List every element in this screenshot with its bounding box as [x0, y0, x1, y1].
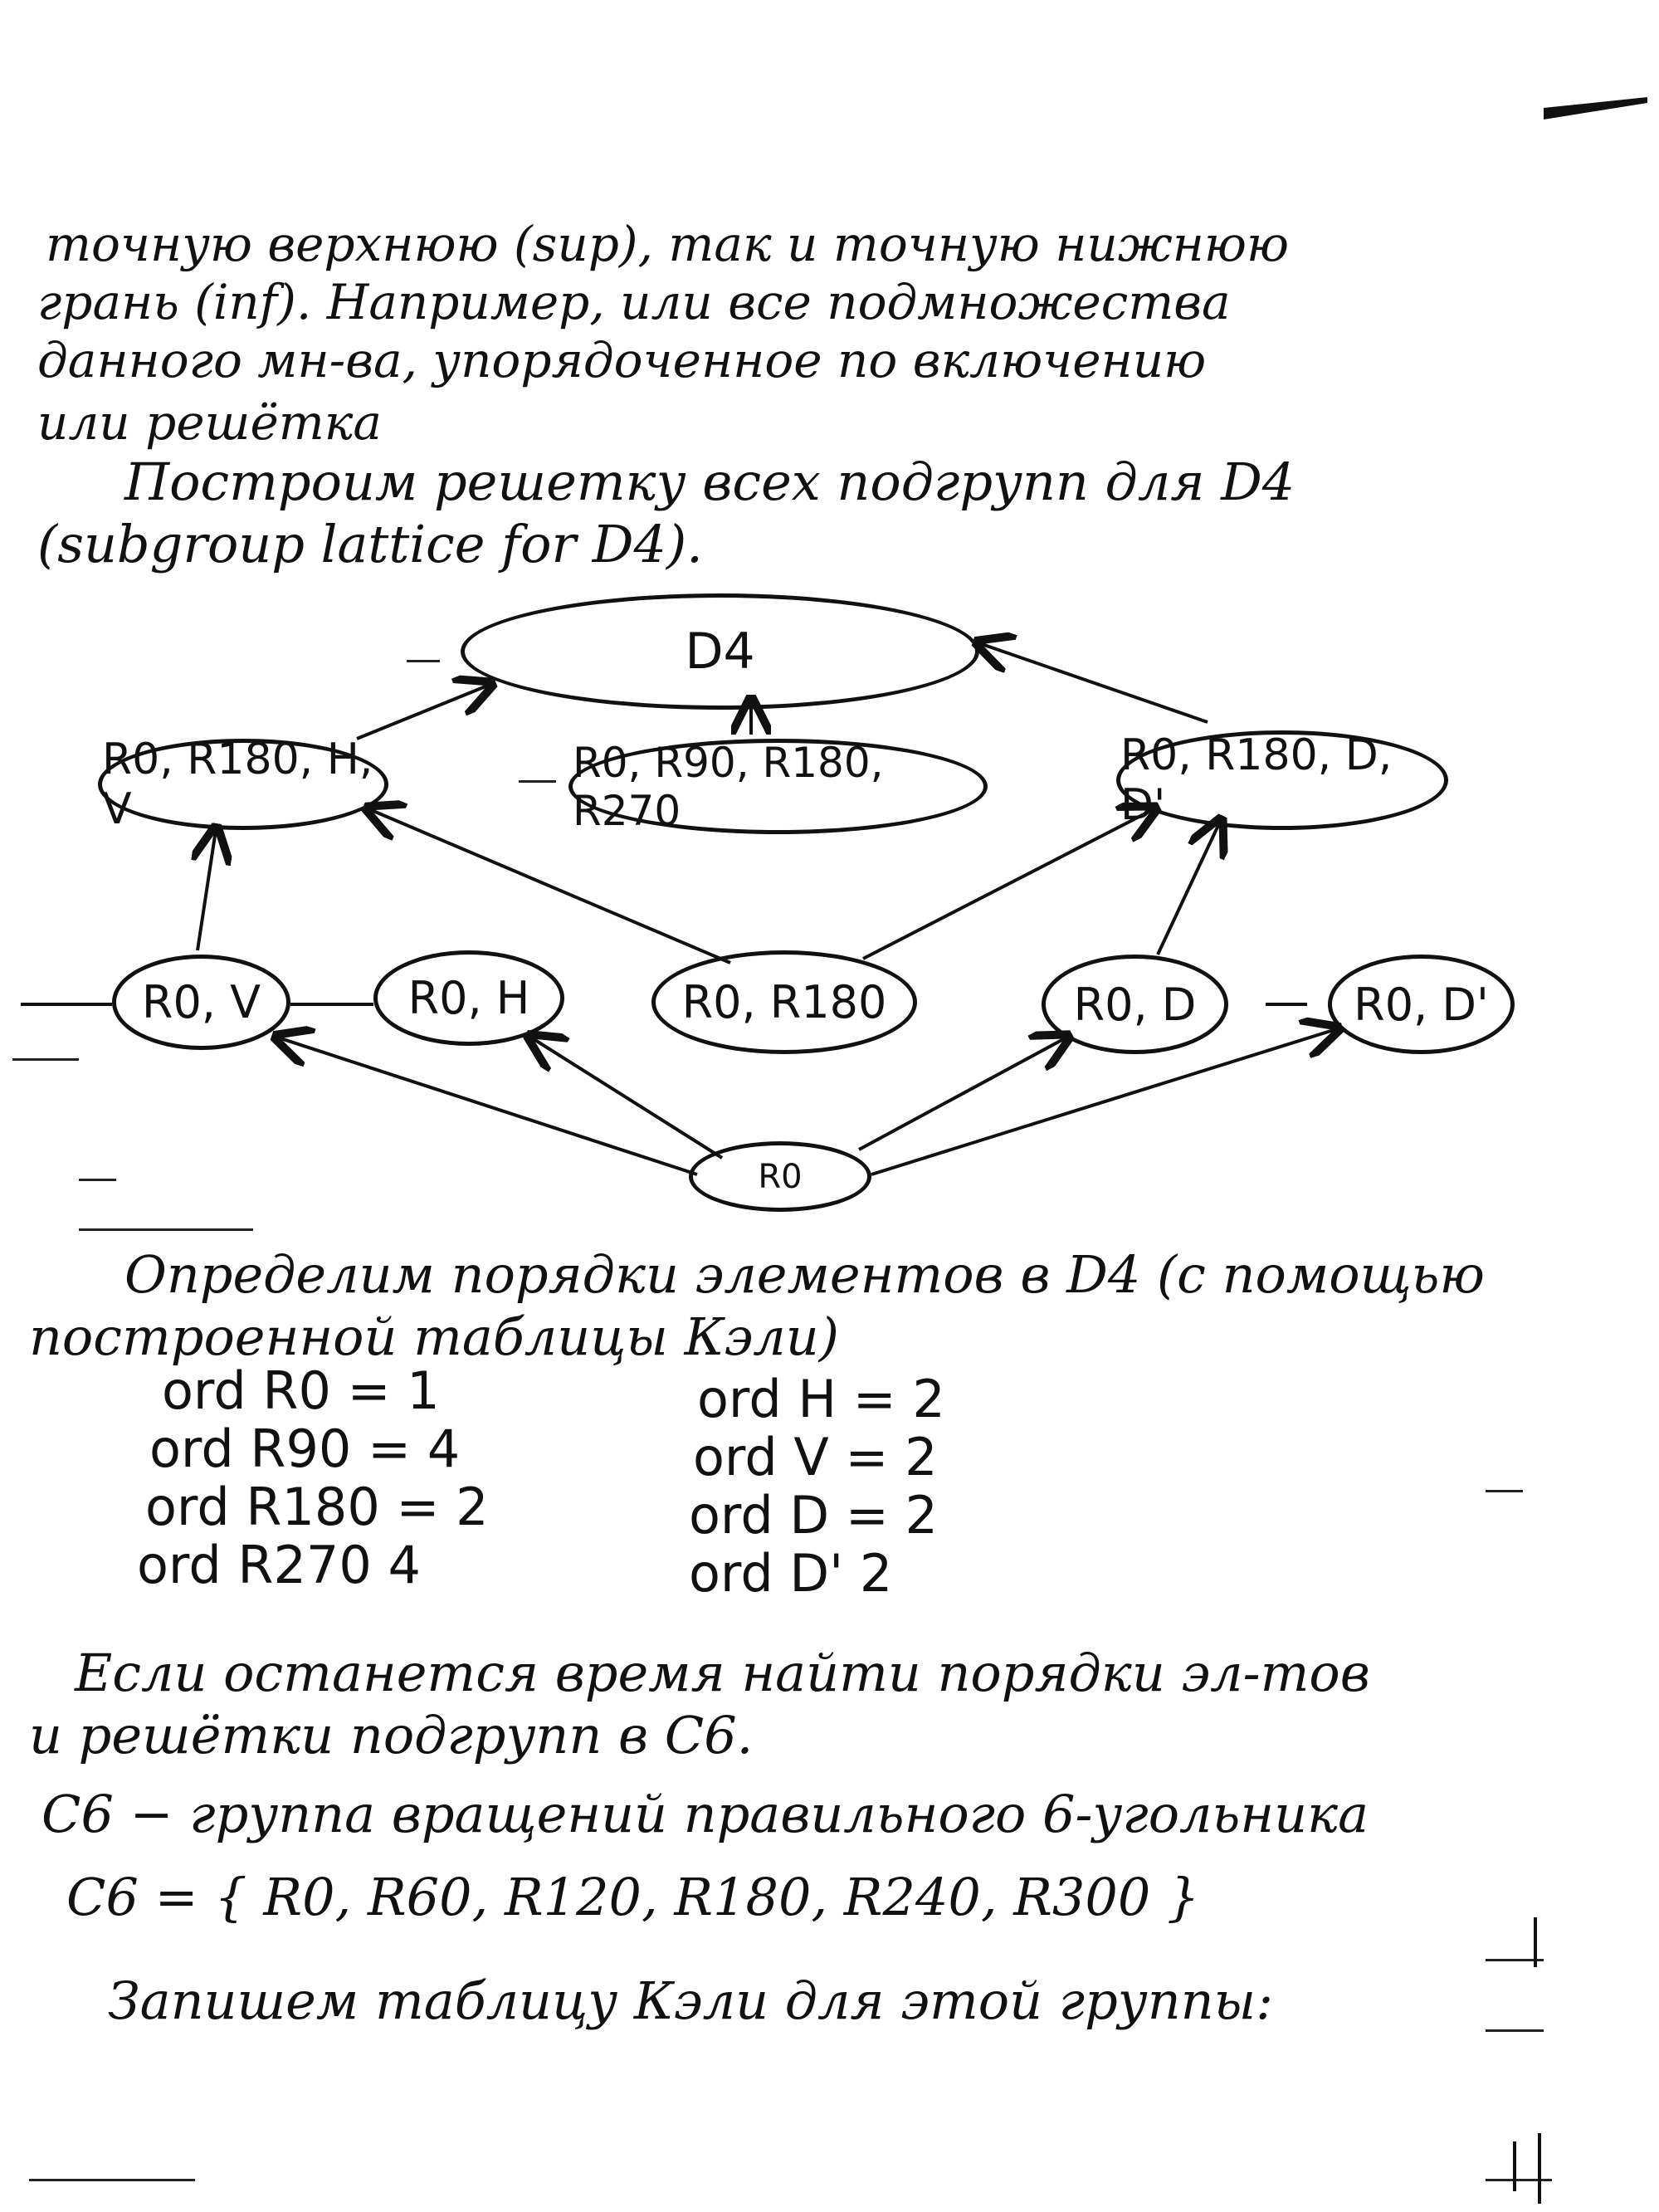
node-l2-r0-r180-d-d: R0, R180, D, D' [1116, 730, 1448, 830]
node-l3-r0-d: R0, D [1042, 955, 1228, 1054]
node-l3-r0-r180: R0, R180 [651, 950, 917, 1054]
c6-line-5: Запишем таблицу Кэли для этой группы: [108, 1975, 1273, 2027]
order-right-3: ord D' 2 [689, 1548, 892, 1599]
node-l2-r0-r90-r180-r270: R0, R90, R180, R270 [568, 739, 988, 834]
node-top-d4: D4 [461, 593, 979, 710]
node-l3-r0-v: R0, V [112, 955, 290, 1050]
scan-mark [12, 1058, 79, 1061]
node-l3-r0-h: R0, H [373, 950, 564, 1046]
scan-mark [1486, 1490, 1523, 1492]
c6-line-4: C6 = { R0, R60, R120, R180, R240, R300 } [66, 1872, 1199, 1923]
order-right-0: ord H = 2 [697, 1374, 945, 1425]
order-left-2: ord R180 = 2 [145, 1482, 489, 1533]
scan-mark [519, 780, 556, 783]
edge-bot-roh [531, 1038, 722, 1158]
margin-ticks [1477, 1909, 1560, 2208]
edge-bot-rod [859, 1038, 1066, 1150]
c6-line-2: и решётки подгрупп в C6. [29, 1710, 753, 1761]
scan-mark [407, 660, 440, 662]
order-left-0: ord R0 = 1 [162, 1365, 440, 1417]
order-right-2: ord D = 2 [689, 1490, 938, 1541]
edge-l2c-top [979, 643, 1208, 722]
order-left-1: ord R90 = 4 [149, 1423, 460, 1475]
node-l3-r0-dp: R0, D' [1328, 955, 1515, 1054]
scan-mark [79, 1228, 253, 1231]
edge-rod-l2c [1158, 822, 1220, 955]
scan-mark [29, 2179, 195, 2181]
orders-intro-1: Определим порядки элементов в D4 (с помо… [124, 1249, 1485, 1301]
scan-mark [79, 1179, 116, 1181]
order-right-1: ord V = 2 [693, 1432, 938, 1483]
node-bottom-r0: R0 [689, 1141, 871, 1212]
edge-bot-rov [278, 1038, 697, 1174]
edge-l2a-top [357, 685, 490, 739]
c6-line-3: C6 − группа вращений правильного 6-уголь… [41, 1789, 1369, 1840]
order-left-3: ord R270 4 [137, 1540, 421, 1591]
node-l2-r0-r180-h-v: R0, R180, H, V [98, 739, 388, 830]
edge-rov-l2a [198, 830, 216, 950]
orders-intro-2: построенной таблицы Кэли) [29, 1311, 839, 1363]
c6-line-1: Если останется время найти порядки эл-то… [75, 1648, 1370, 1699]
